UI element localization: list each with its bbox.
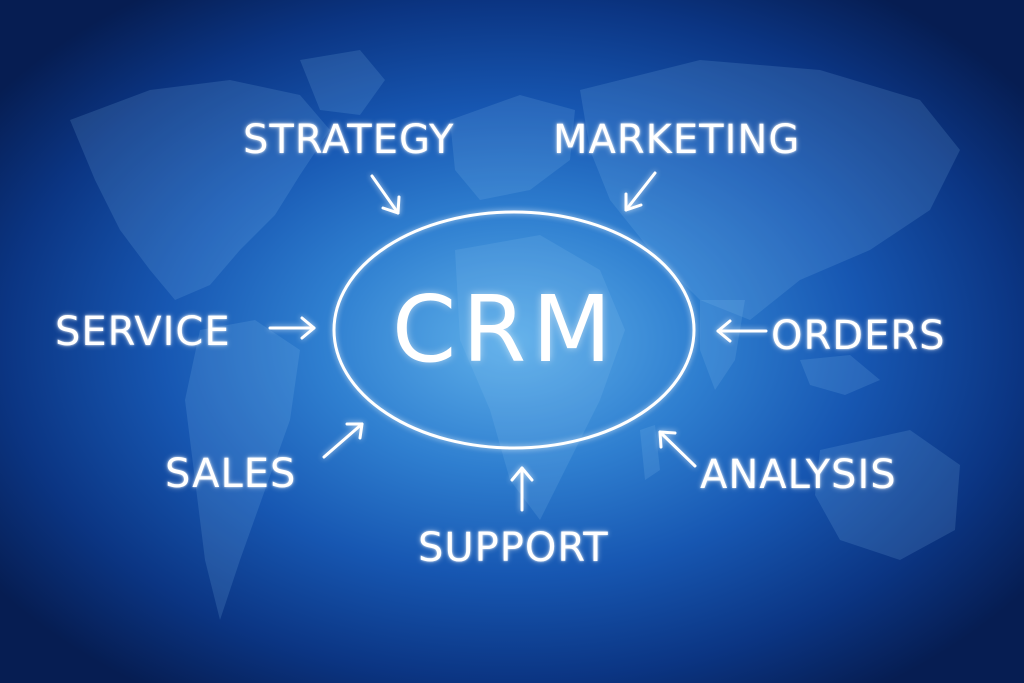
arrow-orders bbox=[716, 319, 768, 343]
arrow-service bbox=[268, 316, 316, 340]
crm-ellipse bbox=[332, 210, 696, 450]
node-label-strategy: STRATEGY bbox=[243, 117, 455, 163]
arrow-sales bbox=[322, 422, 364, 459]
node-label-service: SERVICE bbox=[55, 309, 231, 355]
arrow-strategy bbox=[370, 174, 401, 215]
node-label-analysis: ANALYSIS bbox=[700, 452, 897, 498]
node-label-marketing: MARKETING bbox=[553, 117, 801, 163]
arrow-marketing bbox=[624, 171, 657, 212]
center-label-crm: CRM bbox=[392, 276, 618, 383]
node-label-sales: SALES bbox=[165, 451, 297, 497]
node-label-orders: ORDERS bbox=[771, 313, 946, 359]
arrow-support bbox=[510, 466, 534, 512]
arrow-analysis bbox=[658, 430, 697, 468]
node-label-support: SUPPORT bbox=[418, 525, 609, 571]
